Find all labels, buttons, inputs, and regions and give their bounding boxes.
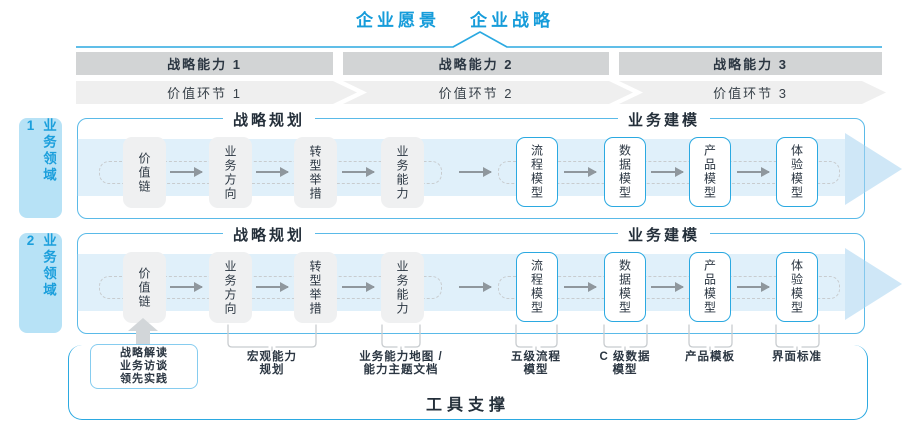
- label-line: 能力主题文档: [363, 364, 439, 376]
- box-product-model: 产品模型: [689, 137, 731, 207]
- box-business-direction: 业务方向: [209, 137, 252, 208]
- flow-arrow-icon: [651, 282, 684, 292]
- label-line: 业务能力地图 /: [359, 351, 443, 363]
- box-label: 产品模型: [702, 259, 717, 315]
- box-business-capability: 业务能力: [381, 252, 424, 323]
- box-process-model: 流程模型: [516, 252, 558, 322]
- label-line: 五级流程: [511, 351, 561, 363]
- flow-arrow-icon: [737, 167, 770, 177]
- box-data-model: 数据模型: [604, 137, 646, 207]
- value-link-label-2: 价值环节 2: [438, 86, 514, 101]
- capability-bar-1: 战略能力 1: [76, 52, 333, 75]
- flow-arrow-icon: [737, 282, 770, 292]
- flow-arrow-icon: [170, 282, 203, 292]
- box-value-chain: 价值链: [123, 252, 166, 323]
- box-label: 体验模型: [789, 144, 804, 200]
- planning-header: 战略规划: [222, 224, 316, 245]
- label-line: 模型: [612, 364, 638, 376]
- capability-bar-3: 战略能力 3: [619, 52, 882, 75]
- box-business-direction: 业务方向: [209, 252, 252, 323]
- flow-arrow-icon: [256, 282, 289, 292]
- box-label: 产品模型: [702, 144, 717, 200]
- bracket-lines-icon: [227, 324, 820, 351]
- dashed-planning-group: [99, 161, 442, 184]
- tool-support-label: 工具支撑: [425, 397, 510, 414]
- vision-caret-line-icon: [76, 31, 882, 48]
- box-process-model: 流程模型: [516, 137, 558, 207]
- label-product-template: 产品模板: [685, 351, 735, 363]
- label-process-model: 五级流程 模型: [511, 351, 561, 377]
- box-label: 转型举措: [308, 144, 322, 201]
- flow-arrow-icon: [256, 167, 289, 177]
- box-label: 价值链: [137, 151, 151, 194]
- label-line: 规划: [259, 364, 285, 376]
- box-transformation-initiatives: 转型举措: [294, 137, 337, 208]
- strategy-title: 企业战略: [470, 11, 554, 30]
- box-label: 体验模型: [789, 259, 804, 315]
- inputs-line: 业务访谈: [120, 360, 168, 372]
- box-transformation-initiatives: 转型举措: [294, 252, 337, 323]
- inputs-line: 战略解读: [120, 347, 168, 359]
- planning-header: 战略规划: [222, 109, 316, 130]
- box-value-chain: 价值链: [123, 137, 166, 208]
- box-label: 数据模型: [617, 144, 632, 200]
- box-label: 数据模型: [617, 259, 632, 315]
- flow-arrow-icon: [564, 282, 597, 292]
- box-label: 业务方向: [223, 259, 237, 316]
- dashed-modeling-group: [498, 161, 840, 184]
- box-label: 业务能力: [395, 144, 409, 201]
- vision-title: 企业愿景: [356, 11, 440, 30]
- label-line: 宏观能力: [247, 351, 297, 363]
- capability-bar-2: 战略能力 2: [343, 52, 609, 75]
- up-arrow-icon: [128, 318, 158, 344]
- flow-arrow-icon: [564, 167, 597, 177]
- tool-support-container: 工具支撑: [68, 345, 868, 420]
- box-label: 业务能力: [395, 259, 409, 316]
- modeling-header: 业务建模: [617, 109, 711, 130]
- box-experience-model: 体验模型: [776, 252, 818, 322]
- label-ui-standard: 界面标准: [772, 351, 822, 363]
- label-capability-map: 业务能力地图 / 能力主题文档: [359, 351, 442, 377]
- box-business-capability: 业务能力: [381, 137, 424, 208]
- domain-row-2: 价值链 业务方向 转型举措 业务能力 流程模型 数据模型 产品模型 体验模型 战…: [77, 224, 902, 334]
- flow-arrow-icon: [651, 167, 684, 177]
- label-macro-capability: 宏观能力 规划: [247, 351, 297, 377]
- box-label: 价值链: [137, 266, 151, 309]
- value-link-label-3: 价值环节 3: [713, 86, 788, 101]
- diagram-title: 企业愿景 企业战略: [0, 6, 910, 31]
- domain-tab-2: 业务领域 2: [19, 233, 62, 333]
- flow-arrow-icon: [342, 167, 375, 177]
- modeling-header: 业务建模: [617, 224, 711, 245]
- dashed-modeling-group: [498, 276, 840, 299]
- box-experience-model: 体验模型: [776, 137, 818, 207]
- box-label: 流程模型: [529, 259, 544, 315]
- flow-arrow-icon: [459, 282, 492, 292]
- domain-tab-1: 业务领域 1: [19, 118, 62, 218]
- box-product-model: 产品模型: [689, 252, 731, 322]
- inputs-line: 领先实践: [120, 373, 168, 385]
- box-label: 转型举措: [308, 259, 322, 316]
- flow-arrow-icon: [170, 167, 203, 177]
- value-link-label-1: 价值环节 1: [167, 86, 242, 101]
- strategy-inputs-box: 战略解读 业务访谈 领先实践: [90, 344, 198, 389]
- label-data-model: C 级数据 模型: [600, 351, 651, 377]
- box-data-model: 数据模型: [604, 252, 646, 322]
- dashed-planning-group: [99, 276, 442, 299]
- label-line: 模型: [523, 364, 549, 376]
- flow-arrow-icon: [342, 282, 375, 292]
- flow-arrow-icon: [459, 167, 492, 177]
- domain-row-1: 价值链 业务方向 转型举措 业务能力 流程模型 数据模型 产品模型 体验模型 战…: [77, 109, 902, 219]
- box-label: 业务方向: [223, 144, 237, 201]
- value-chain-chevrons-icon: [76, 81, 886, 104]
- box-label: 流程模型: [529, 144, 544, 200]
- label-line: C 级数据: [599, 351, 651, 363]
